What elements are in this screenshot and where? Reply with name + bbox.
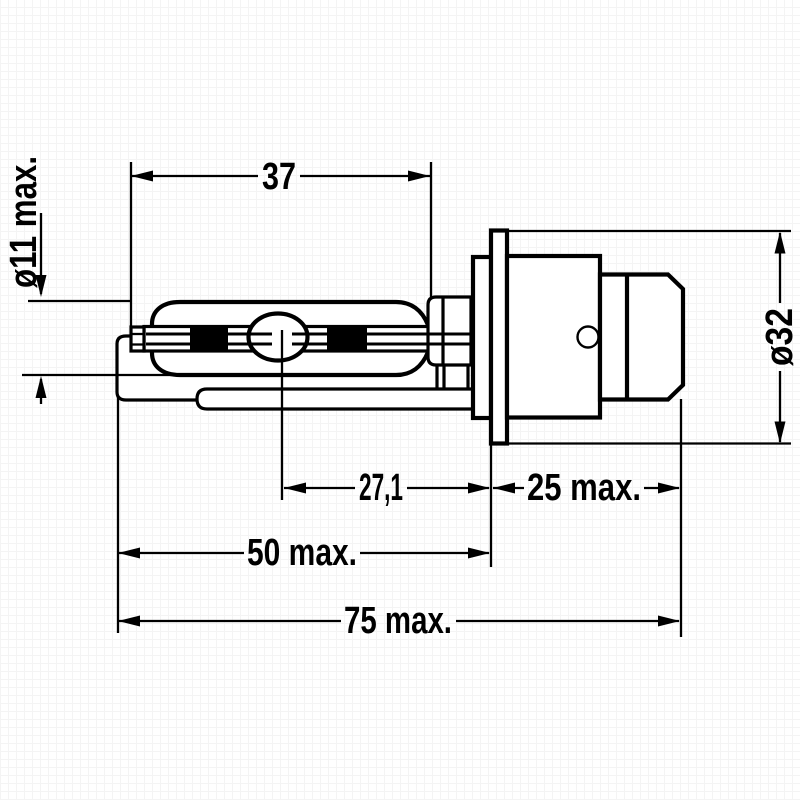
- arrowhead-left: [118, 547, 140, 559]
- dimension-50max: 50 max.: [118, 532, 490, 574]
- coating-band-left: [190, 326, 228, 351]
- bulb-base: [470, 228, 686, 446]
- dimension-25max: 25 max.: [493, 467, 680, 509]
- dimension-d11: ø11 max.: [3, 156, 47, 404]
- dimension-37: 37: [131, 156, 430, 198]
- arrowhead-right: [658, 482, 680, 494]
- dim-label-27-1: 27,1: [359, 467, 403, 509]
- arrowhead-left: [284, 482, 306, 494]
- arrowhead-down: [774, 421, 786, 444]
- base-end-cap: [597, 272, 686, 402]
- arrowhead-left: [493, 482, 515, 494]
- dim-label-d32: ø32: [759, 308, 800, 366]
- dim-label-75max: 75 max.: [344, 600, 452, 642]
- base-front-plate: [470, 254, 494, 421]
- pinch-seal: [129, 325, 146, 353]
- base-terminal-hole: [576, 325, 600, 349]
- clamp-body: [426, 295, 473, 367]
- coating-band-right: [327, 326, 367, 351]
- dim-label-37: 37: [262, 156, 296, 198]
- dimension-d32: ø32: [759, 231, 800, 444]
- dim-label-d11: ø11 max.: [3, 156, 45, 288]
- dimension-75max: 75 max.: [118, 600, 680, 642]
- pinch-seal-body: [129, 325, 146, 353]
- lower-lead-strip: [195, 387, 473, 411]
- arrowhead-right: [468, 482, 490, 494]
- arrowhead-left: [118, 615, 140, 627]
- arrowhead-right: [408, 170, 430, 182]
- dimension-27-1: 27,1: [284, 467, 490, 509]
- electrode-rods: [146, 332, 472, 346]
- mount-clamp: [426, 295, 473, 388]
- arrowhead-up: [774, 231, 786, 254]
- arrowhead-right: [658, 615, 680, 627]
- dim-label-25max: 25 max.: [527, 467, 641, 509]
- arrowhead-left: [131, 170, 153, 182]
- arrowhead-up: [35, 376, 47, 398]
- arrowhead-down: [35, 275, 47, 297]
- dim-label-50max: 50 max.: [247, 532, 357, 574]
- arrowhead-right: [468, 547, 490, 559]
- arc-chamber: [246, 311, 310, 363]
- base-flange: [488, 228, 510, 446]
